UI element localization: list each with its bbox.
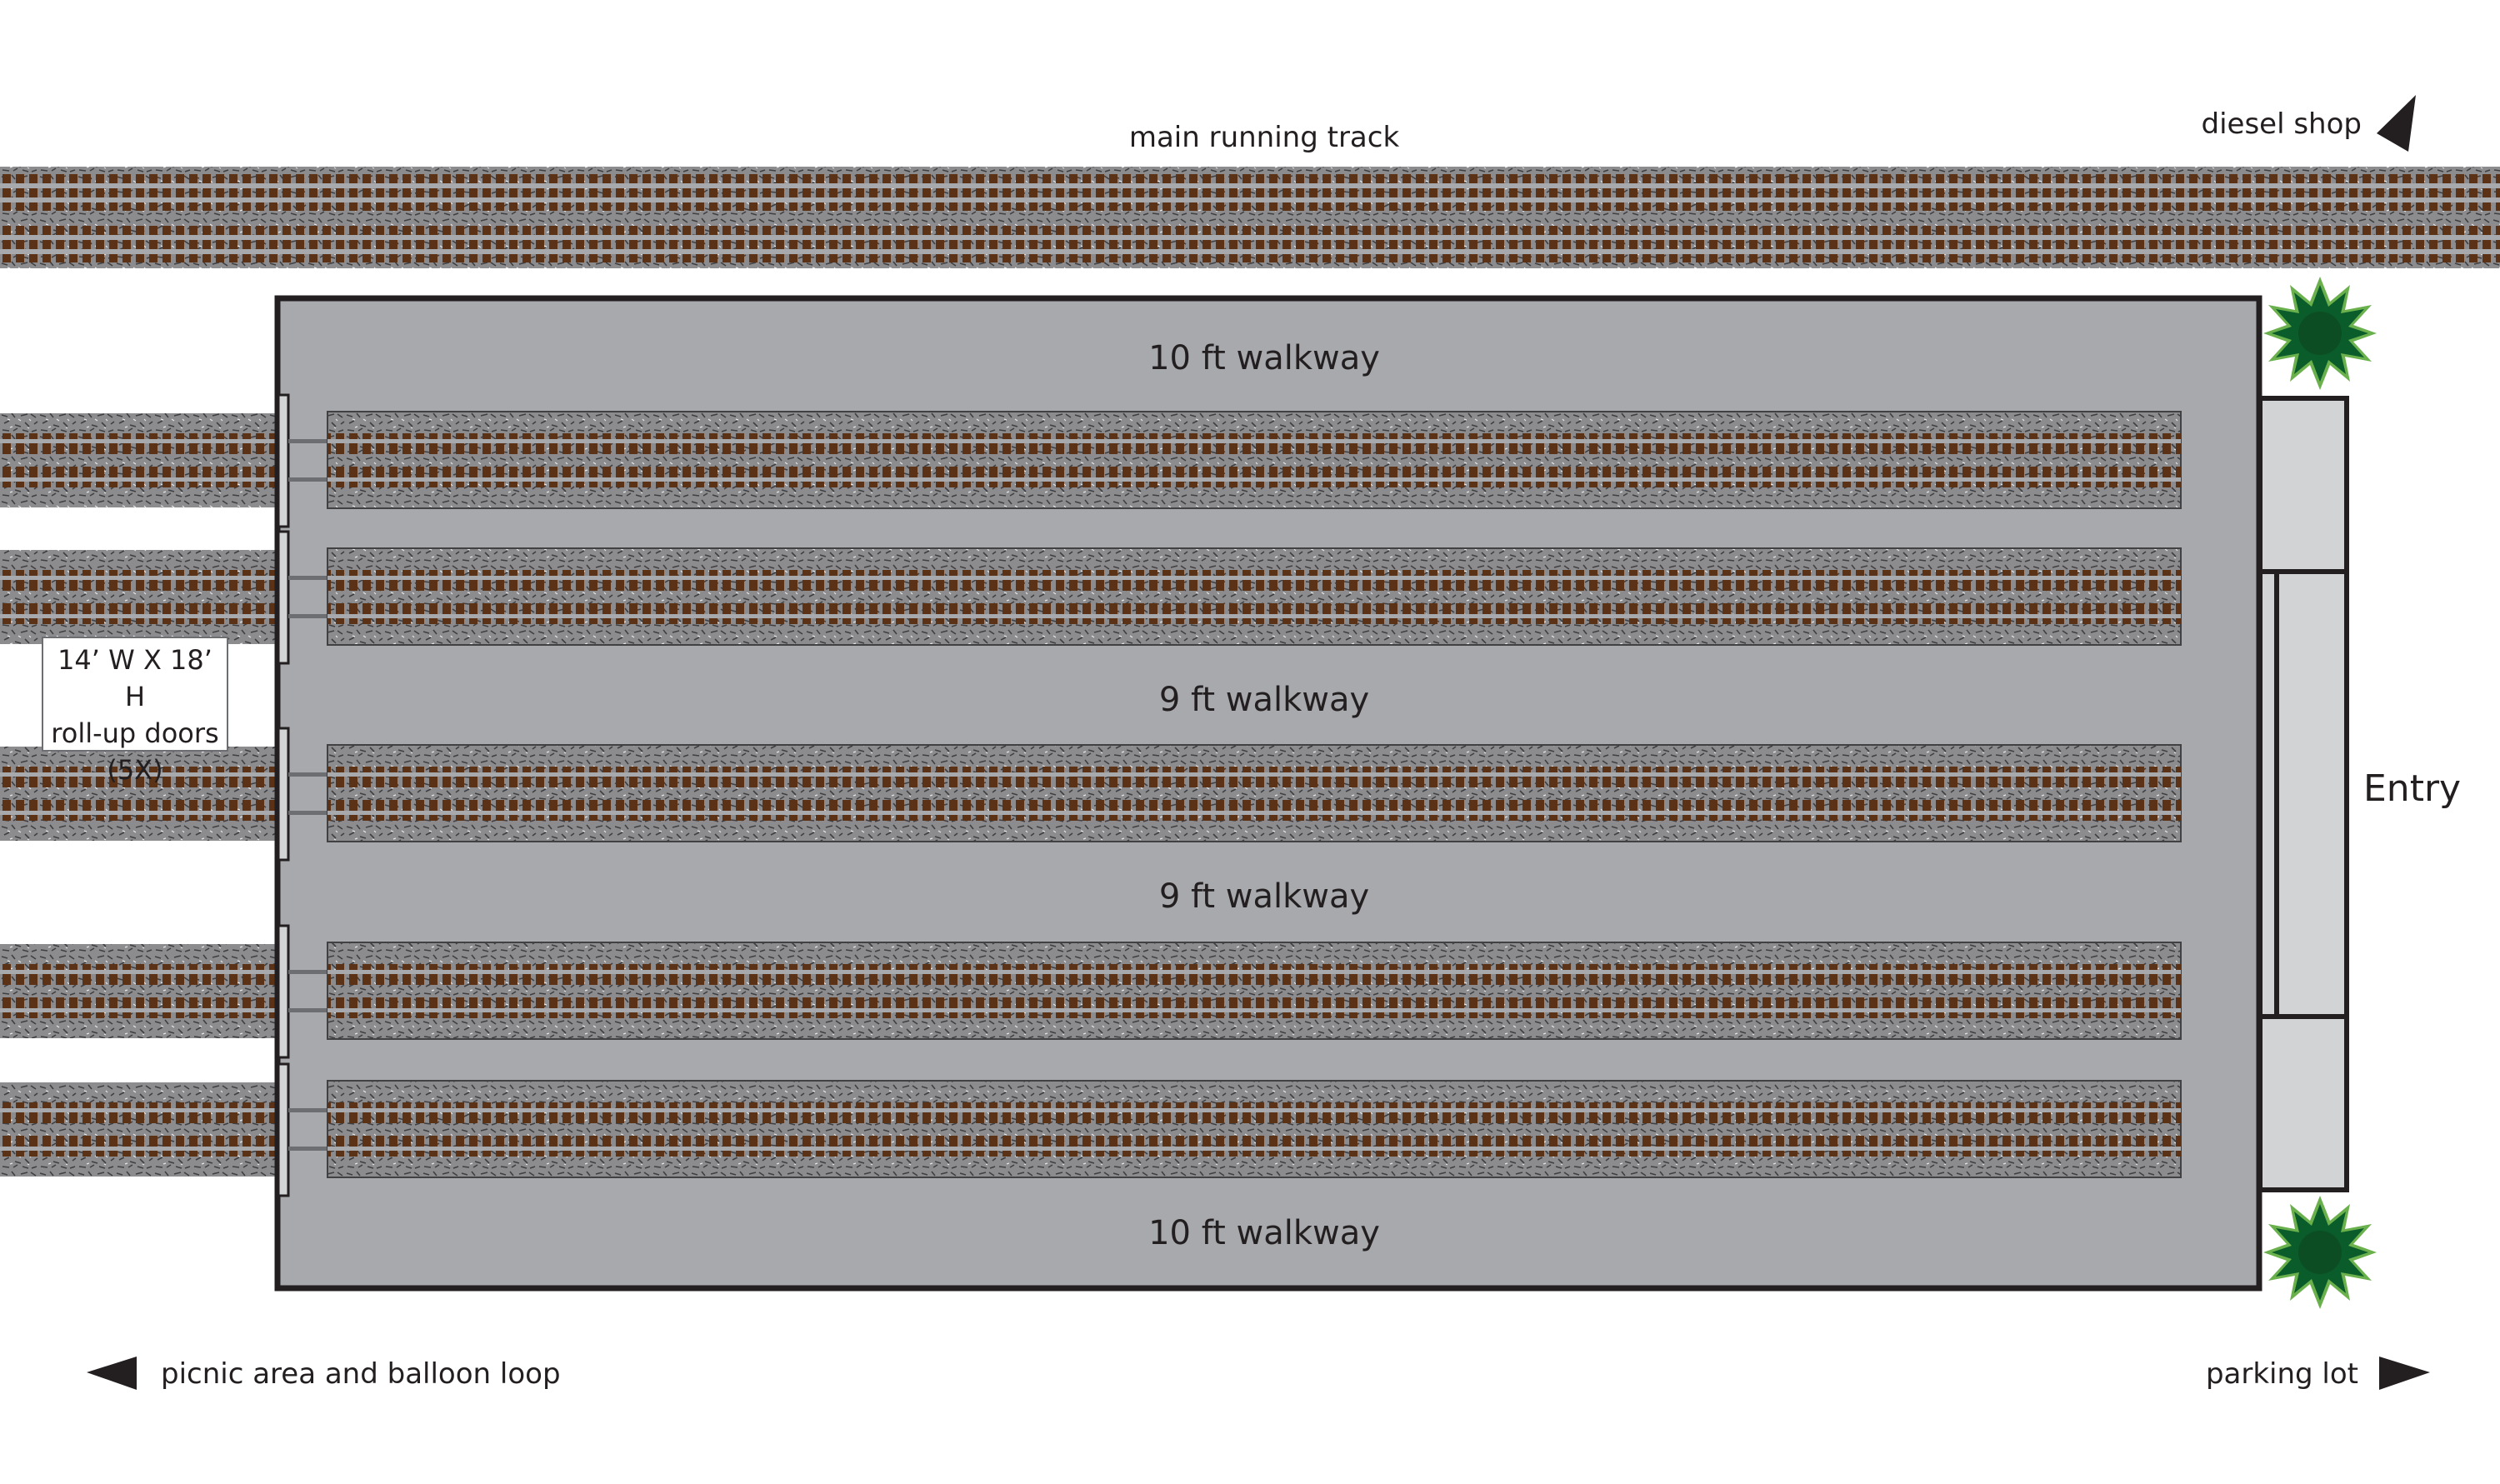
- approach-track: [0, 550, 280, 644]
- interior-track: [327, 1080, 2182, 1178]
- walkway-label-middle: 9 ft walkway: [1159, 877, 1369, 916]
- arrow-triangle-icon: [87, 1357, 137, 1390]
- roll-up-door: [277, 1062, 290, 1197]
- walkway-label-top: 10 ft walkway: [1148, 339, 1380, 377]
- main-track-ties-lower: [0, 226, 2500, 262]
- door-note-size: 14’ W X 18’ H: [58, 644, 212, 712]
- roll-up-door: [277, 393, 290, 528]
- main-track-rail: [0, 249, 2500, 254]
- entry-room-upper: [2258, 396, 2349, 574]
- walkway-label-middle: 9 ft walkway: [1159, 681, 1369, 719]
- arrow-triangle-icon: [2377, 95, 2416, 152]
- entry-annex: [2258, 396, 2349, 1192]
- approach-track: [0, 413, 280, 507]
- roll-up-doors-note: 14’ W X 18’ H roll-up doors (5X): [42, 637, 228, 786]
- interior-tracks: [327, 411, 2182, 1178]
- door-note-type: roll-up doors: [51, 717, 219, 749]
- door-note-count: (5X): [107, 754, 163, 786]
- arrow-triangle-icon: [2379, 1357, 2430, 1390]
- roll-up-door: [277, 727, 290, 862]
- entry-room-lower: [2258, 1014, 2349, 1192]
- main-track-ties-upper: [0, 174, 2500, 211]
- interior-track: [327, 744, 2182, 842]
- parking-lot-label: parking lot: [2206, 1357, 2358, 1391]
- doorway-rails: [288, 439, 328, 1151]
- interior-track: [327, 547, 2182, 646]
- entry-door-frame: [2258, 569, 2279, 1019]
- entry-label: Entry: [2363, 767, 2461, 810]
- main-track-label: main running track: [1129, 121, 1400, 154]
- approach-track: [0, 747, 280, 841]
- picnic-area-label: picnic area and balloon loop: [161, 1357, 561, 1391]
- roll-up-door: [277, 924, 290, 1059]
- interior-track: [327, 942, 2182, 1040]
- main-running-track: [0, 167, 2500, 268]
- roll-up-doors: [277, 393, 290, 1197]
- diesel-shop-label: diesel shop: [2202, 107, 2362, 141]
- shrub-icon: [2263, 277, 2377, 390]
- walkway-label-bottom: 10 ft walkway: [1148, 1214, 1380, 1252]
- main-track-rail: [0, 183, 2500, 188]
- roll-up-door: [277, 530, 290, 665]
- interior-track: [327, 411, 2182, 509]
- approach-track: [0, 1082, 280, 1177]
- main-track-rail: [0, 235, 2500, 240]
- approach-track: [0, 944, 280, 1038]
- shrub-icon: [2263, 1196, 2377, 1309]
- main-track-rail: [0, 197, 2500, 202]
- approach-tracks: [0, 413, 280, 1177]
